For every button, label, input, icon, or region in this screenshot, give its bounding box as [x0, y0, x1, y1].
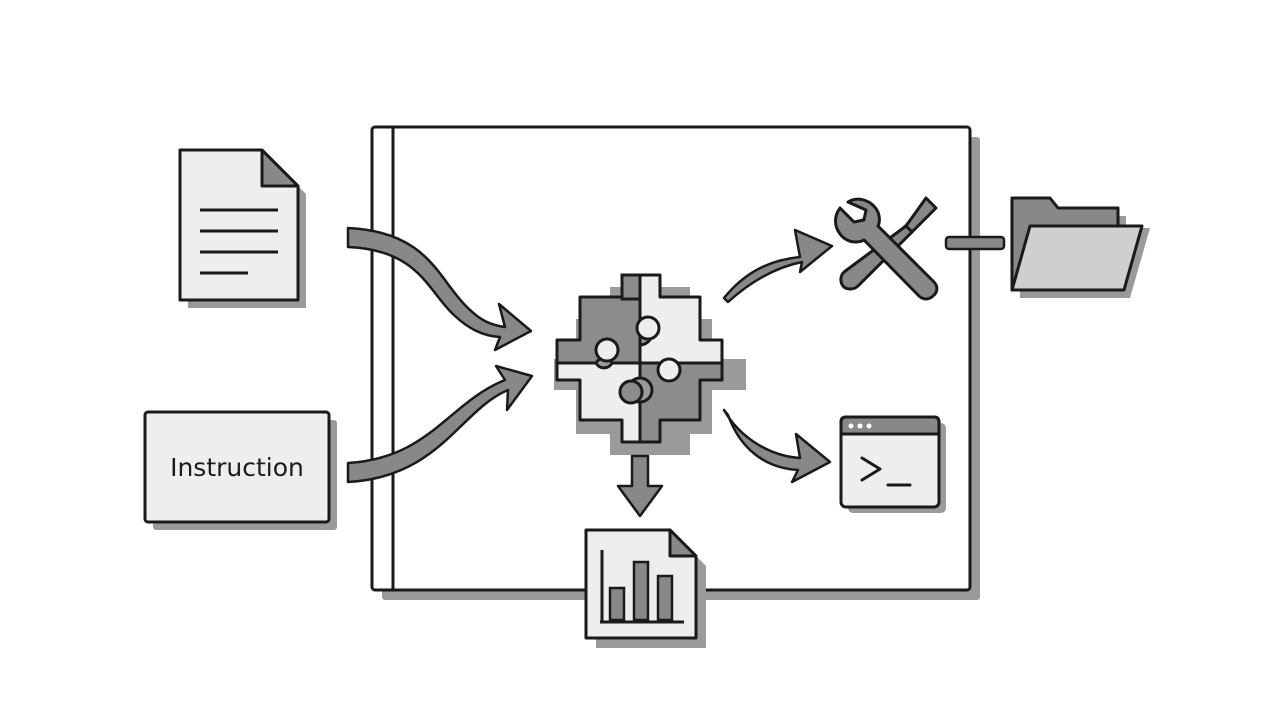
connector-tools-to-folder [944, 235, 1006, 251]
arrow-document-to-core [346, 226, 533, 352]
document-icon [178, 148, 306, 308]
arrow-instruction-to-core [346, 364, 534, 484]
puzzle-icon [554, 273, 746, 455]
terminal-icon [839, 415, 946, 513]
arrow-core-to-report [616, 454, 664, 518]
instruction-box [143, 410, 337, 530]
arrow-core-to-tools [722, 228, 834, 304]
folder-icon [1010, 196, 1150, 298]
tools-icon [834, 196, 939, 301]
bar-chart-document-icon [584, 528, 706, 648]
arrow-core-to-terminal [722, 408, 832, 484]
